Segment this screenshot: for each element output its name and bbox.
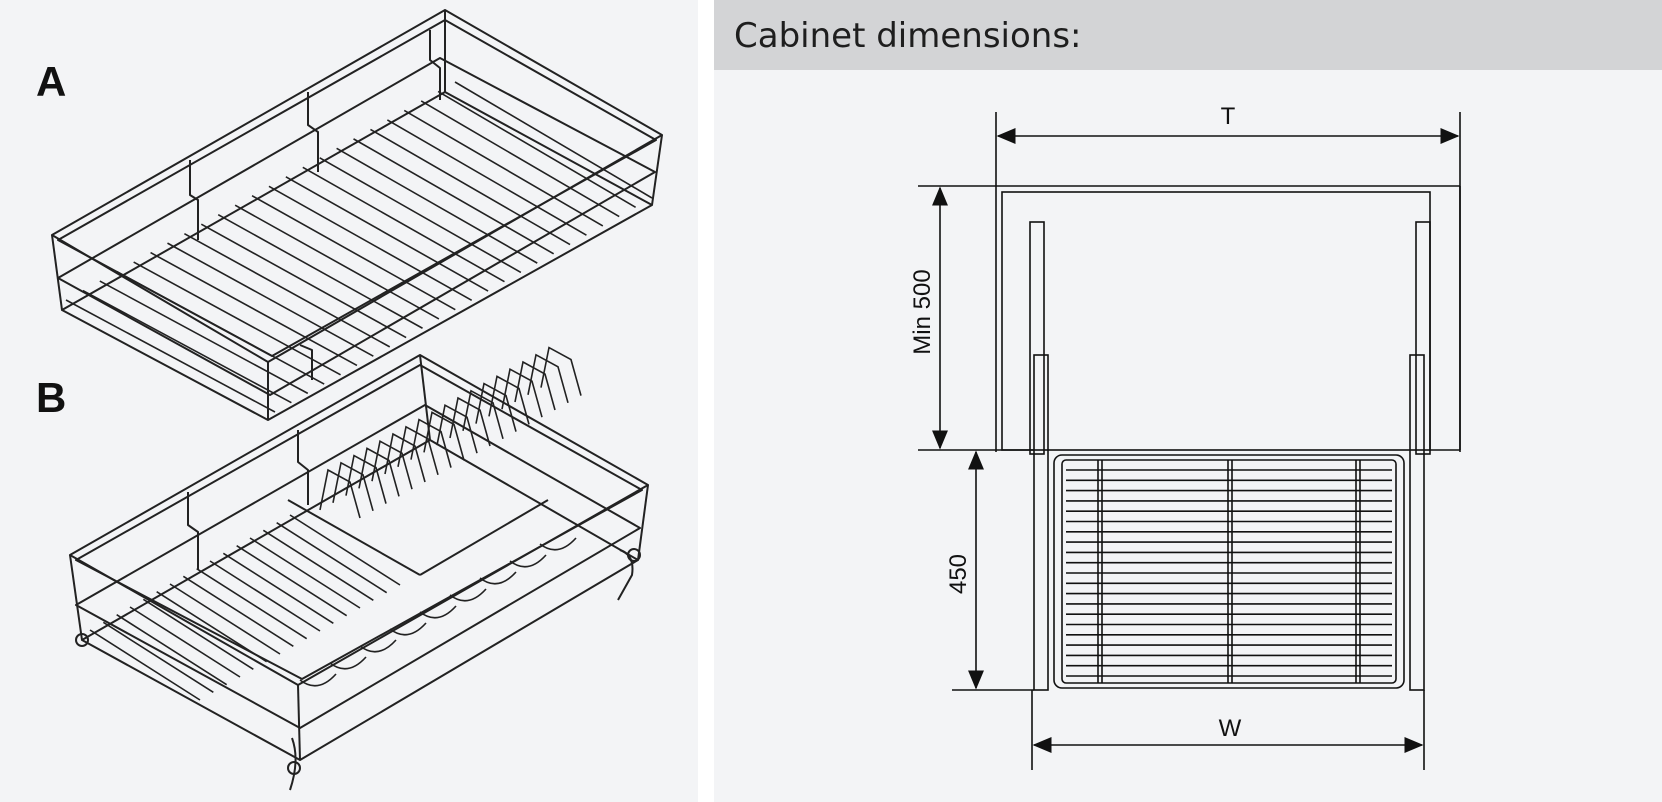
cup-holder-wire bbox=[479, 571, 517, 585]
wire bbox=[184, 232, 391, 348]
wire bbox=[129, 606, 241, 678]
cup-holder-wire bbox=[539, 537, 577, 551]
basket-plan-wires bbox=[1066, 460, 1392, 683]
baskets-illustration bbox=[51, 9, 663, 791]
wire bbox=[222, 552, 334, 625]
wire bbox=[249, 537, 361, 609]
wire bbox=[99, 280, 309, 395]
wire bbox=[420, 100, 620, 218]
wire bbox=[150, 251, 358, 367]
cup-holder-wire bbox=[419, 605, 457, 619]
cup-holder-wire bbox=[329, 656, 367, 670]
wire bbox=[268, 185, 473, 302]
wire bbox=[196, 567, 308, 640]
wire bbox=[403, 109, 604, 227]
wire bbox=[102, 621, 214, 694]
wire bbox=[116, 613, 228, 686]
wire bbox=[217, 213, 423, 329]
dim-depth-label: Min 500 bbox=[909, 269, 936, 354]
label-a: A bbox=[36, 58, 67, 105]
wire bbox=[236, 544, 348, 617]
wire bbox=[353, 138, 555, 255]
wire bbox=[319, 157, 522, 274]
cabinet-outline bbox=[918, 112, 1461, 770]
wire bbox=[262, 529, 374, 602]
basket-a-wires bbox=[65, 81, 653, 413]
wire bbox=[234, 204, 440, 320]
dimensions-header: Cabinet dimensions: bbox=[714, 0, 1662, 70]
wire bbox=[276, 521, 388, 594]
wire bbox=[65, 299, 276, 413]
wire bbox=[251, 195, 456, 311]
wire bbox=[437, 90, 637, 208]
wire bbox=[370, 128, 571, 246]
wire bbox=[285, 176, 489, 292]
wire bbox=[142, 598, 254, 671]
wire bbox=[156, 590, 268, 663]
wire bbox=[133, 261, 341, 376]
wire bbox=[289, 514, 401, 586]
plate-rack-wire bbox=[540, 346, 582, 396]
cup-holder-wire bbox=[299, 673, 337, 687]
basket-a-drawing bbox=[51, 9, 663, 421]
wire bbox=[89, 629, 201, 701]
basket-b-plate-rack bbox=[299, 346, 582, 687]
basket-b-drawing bbox=[69, 354, 649, 791]
dim-extension-label: 450 bbox=[945, 554, 972, 594]
wire bbox=[200, 223, 407, 339]
cup-holder-wire bbox=[509, 554, 547, 568]
wire bbox=[454, 81, 653, 199]
cup-holder-wire bbox=[359, 639, 397, 653]
dim-top-label: T bbox=[1221, 103, 1236, 130]
wire bbox=[182, 575, 294, 648]
wire bbox=[336, 147, 538, 264]
cup-holder-wire bbox=[389, 622, 427, 636]
wire bbox=[302, 166, 505, 283]
wire bbox=[169, 583, 281, 655]
wire bbox=[386, 119, 587, 236]
dim-width-label: W bbox=[1219, 715, 1242, 742]
label-b: B bbox=[36, 374, 67, 421]
basket-b-wires bbox=[89, 514, 401, 701]
wire bbox=[167, 242, 374, 357]
header-title: Cabinet dimensions: bbox=[734, 16, 1082, 56]
cup-holder-wire bbox=[449, 588, 487, 602]
wire bbox=[82, 289, 292, 404]
wire bbox=[209, 560, 321, 632]
wire bbox=[116, 270, 325, 385]
